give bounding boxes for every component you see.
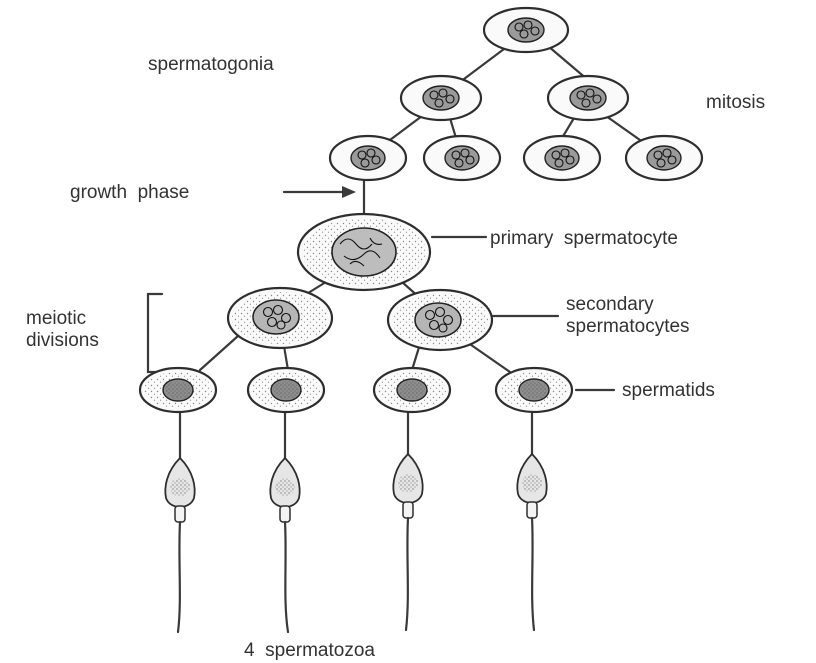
spermatogonium-top <box>482 6 570 54</box>
spermatogonium-l3-3 <box>522 134 602 182</box>
spermatogonium-l3-2 <box>422 134 502 182</box>
spermatogonium-l3-4 <box>624 134 704 182</box>
spermatogonium-l3-1 <box>328 134 408 182</box>
primary-spermatocyte-cell <box>296 212 432 292</box>
label-primary-spermatocyte: primary spermatocyte <box>490 228 678 249</box>
label-meiotic: meiotic <box>26 308 86 329</box>
spermatozoon-4 <box>516 452 548 632</box>
label-spermatocytes: spermatocytes <box>566 316 690 337</box>
label-secondary: secondary <box>566 294 654 315</box>
spermatid-1 <box>138 366 218 414</box>
spermatid-4 <box>494 366 574 414</box>
label-spermatogonia: spermatogonia <box>148 54 274 75</box>
spermatozoon-2 <box>269 456 301 634</box>
spermatid-3 <box>372 366 452 414</box>
spermatozoon-3 <box>392 452 424 632</box>
spermatogonium-l2-right <box>546 74 630 122</box>
label-spermatozoa: 4 spermatozoa <box>244 640 375 661</box>
secondary-spermatocyte-right <box>386 288 494 352</box>
label-growth-phase: growth phase <box>70 182 189 203</box>
label-spermatids: spermatids <box>622 380 715 401</box>
spermatid-2 <box>246 366 326 414</box>
label-mitosis: mitosis <box>706 92 765 113</box>
secondary-spermatocyte-left <box>226 286 334 350</box>
label-divisions: divisions <box>26 330 99 351</box>
spermatogonium-l2-left <box>399 74 483 122</box>
spermatozoon-1 <box>164 456 196 634</box>
